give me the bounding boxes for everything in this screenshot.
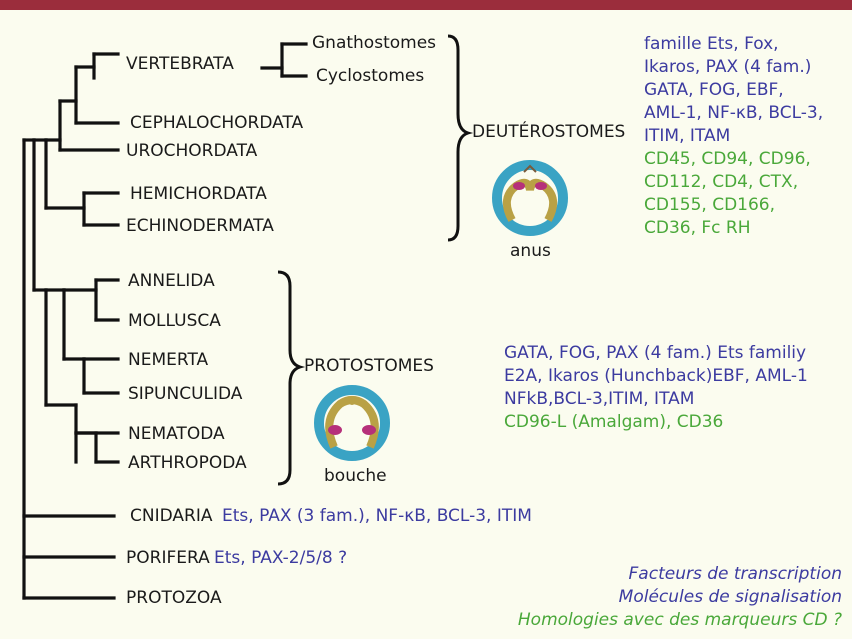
deut-signaling-line-2: ITIM, ITAM (644, 126, 731, 146)
taxon-cnidaria: CNIDARIA (130, 506, 213, 526)
porifera-factors: Ets, PAX-2/5/8 ? (214, 548, 348, 568)
protostome-embryo-icon (314, 385, 390, 461)
prot-transcription-line-2: E2A, Ikaros (Hunchback)EBF, AML-1 (504, 366, 808, 386)
deut-transcription-line-2: Ikaros, PAX (4 fam.) (644, 57, 812, 77)
legend-cd: Homologies avec des marqueurs CD ? (517, 610, 842, 630)
taxon-nematoda: NEMATODA (128, 424, 225, 444)
prot-transcription-line-1: GATA, FOG, PAX (4 fam.) Ets familiy (504, 343, 807, 363)
taxon-sipunculida: SIPUNCULIDA (128, 384, 243, 404)
taxon-arthropoda: ARTHROPODA (128, 453, 247, 473)
taxon-cephalochordata: CEPHALOCHORDATA (130, 113, 304, 133)
top-accent-bar (0, 0, 852, 10)
cnidaria-factors: Ets, PAX (3 fam.), NF-κB, BCL-3, ITIM (222, 506, 532, 526)
legend-transcription: Facteurs de transcription (628, 564, 842, 584)
taxon-annelida: ANNELIDA (128, 271, 215, 291)
legend-signaling: Molécules de signalisation (618, 587, 842, 607)
deut-signaling-line-1: AML-1, NF-κB, BCL-3, (644, 103, 824, 123)
deut-cd-line-2: CD112, CD4, CTX, (644, 172, 799, 192)
deut-transcription-line-1: famille Ets, Fox, (644, 34, 779, 54)
taxon-echinodermata: ECHINODERMATA (126, 216, 274, 236)
taxon-porifera: PORIFERA (126, 548, 210, 568)
deut-transcription-line-3: GATA, FOG, EBF, (644, 80, 784, 100)
deut-cd-line-3: CD155, CD166, (644, 195, 776, 215)
prot-signaling-line-1: NFkB,BCL-3,ITIM, ITAM (504, 389, 695, 409)
prot-cd-line-1: CD96-L (Amalgam), CD36 (504, 412, 724, 432)
taxon-hemichordata: HEMICHORDATA (130, 184, 267, 204)
taxon-vertebrata: VERTEBRATA (126, 54, 234, 74)
deuterostomes-brace (447, 34, 474, 242)
deuterostomes-caption: anus (510, 241, 551, 261)
deut-cd-line-4: CD36, Fc RH (644, 218, 751, 238)
deuterostome-embryo-icon (492, 160, 568, 236)
deut-cd-line-1: CD45, CD94, CD96, (644, 149, 811, 169)
group-deuterostomes: DEUTÉROSTOMES (472, 122, 626, 142)
taxon-mollusca: MOLLUSCA (128, 311, 221, 331)
taxon-urochordata: UROCHORDATA (126, 141, 258, 161)
protostomes-caption: bouche (324, 466, 387, 486)
taxon-nemerta: NEMERTA (128, 350, 209, 370)
taxon-protozoa: PROTOZOA (126, 588, 222, 608)
group-protostomes: PROTOSTOMES (304, 356, 434, 376)
taxon-gnathostomes: Gnathostomes (312, 33, 437, 53)
protostomes-brace (277, 270, 306, 486)
taxon-cyclostomes: Cyclostomes (316, 66, 425, 86)
